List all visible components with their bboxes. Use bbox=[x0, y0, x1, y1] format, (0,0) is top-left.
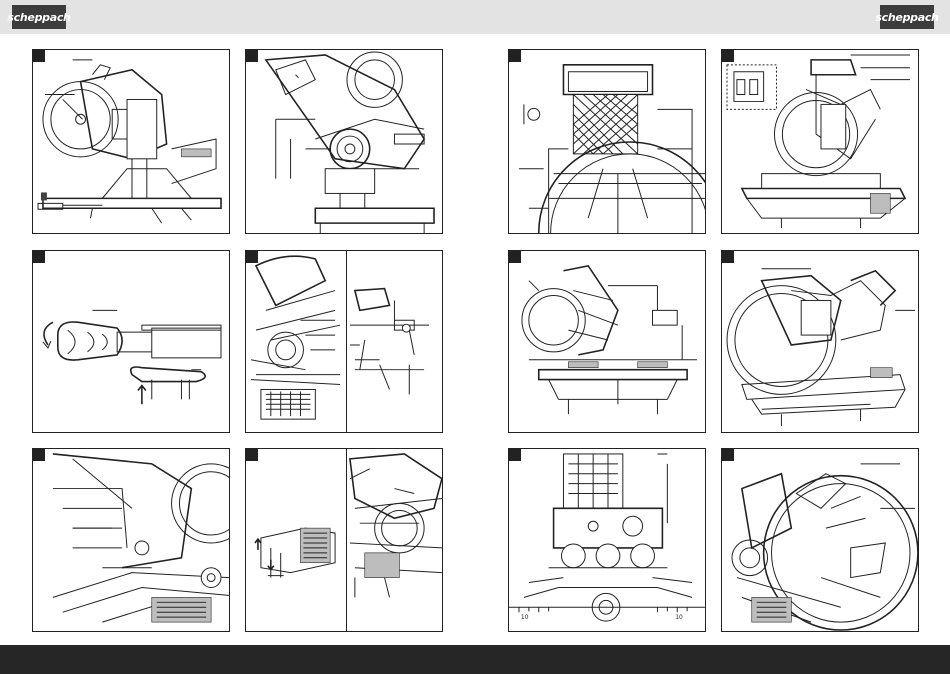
brand-logo-right: scheppach bbox=[880, 5, 934, 29]
figure-split-detail bbox=[245, 250, 443, 433]
figure-blade-guard bbox=[721, 448, 919, 632]
figure-motor-detail bbox=[245, 49, 443, 234]
figure-top-scale: 10 10 bbox=[508, 448, 706, 632]
figure-clamp-detail bbox=[245, 448, 443, 632]
page-footer bbox=[0, 645, 950, 674]
scale-label-left: 10 bbox=[521, 614, 529, 621]
figure-side-view bbox=[721, 49, 919, 234]
figure-saw-overview bbox=[32, 49, 230, 234]
page-header: scheppach scheppach bbox=[0, 0, 950, 34]
figure-rear-view bbox=[508, 49, 706, 234]
figure-table-lock bbox=[32, 448, 230, 632]
figure-front-angled bbox=[721, 250, 919, 433]
brand-logo-left: scheppach bbox=[12, 5, 66, 29]
figure-handle-knob bbox=[32, 250, 230, 433]
figure-bevel-view bbox=[508, 250, 706, 433]
scale-label-right: 10 bbox=[675, 614, 683, 621]
